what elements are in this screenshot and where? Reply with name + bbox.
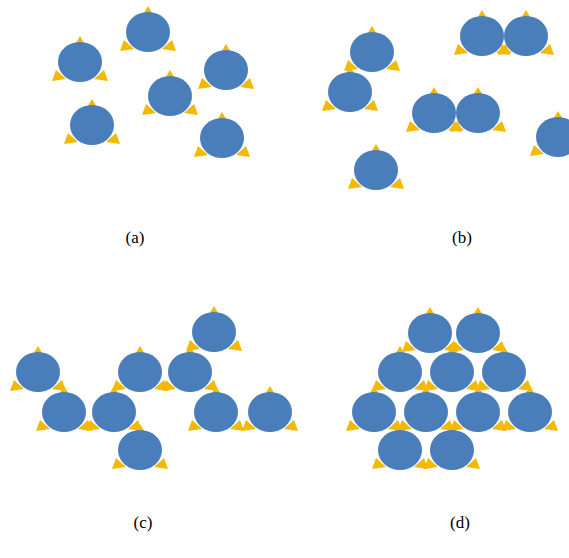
particle bbox=[188, 386, 244, 432]
particle bbox=[498, 10, 554, 56]
particle bbox=[86, 386, 142, 432]
particle bbox=[346, 386, 402, 432]
particle bbox=[36, 386, 92, 432]
panel-label: (b) bbox=[452, 228, 472, 248]
particle bbox=[112, 346, 168, 392]
panel-label: (c) bbox=[134, 513, 153, 533]
particle bbox=[242, 386, 298, 432]
particle bbox=[450, 386, 506, 432]
particle bbox=[10, 346, 66, 392]
particle bbox=[424, 346, 480, 392]
particle bbox=[450, 87, 506, 133]
particle bbox=[424, 424, 480, 470]
particle bbox=[402, 307, 458, 353]
particle bbox=[52, 36, 108, 82]
particle bbox=[322, 66, 378, 112]
particle bbox=[112, 424, 168, 470]
particle bbox=[142, 70, 198, 116]
particle bbox=[476, 346, 532, 392]
particle bbox=[344, 26, 400, 72]
particle bbox=[186, 306, 242, 352]
particle bbox=[120, 6, 176, 52]
particle bbox=[372, 346, 428, 392]
particle bbox=[502, 386, 558, 432]
particle bbox=[198, 44, 254, 90]
particle bbox=[530, 111, 569, 157]
particle bbox=[372, 424, 428, 470]
particle bbox=[194, 112, 250, 158]
particle bbox=[450, 307, 506, 353]
particle bbox=[64, 99, 120, 145]
panel-label: (a) bbox=[126, 228, 145, 248]
particle bbox=[162, 346, 218, 392]
particle bbox=[348, 144, 404, 190]
panel-label: (d) bbox=[450, 513, 470, 533]
particle bbox=[398, 386, 454, 432]
